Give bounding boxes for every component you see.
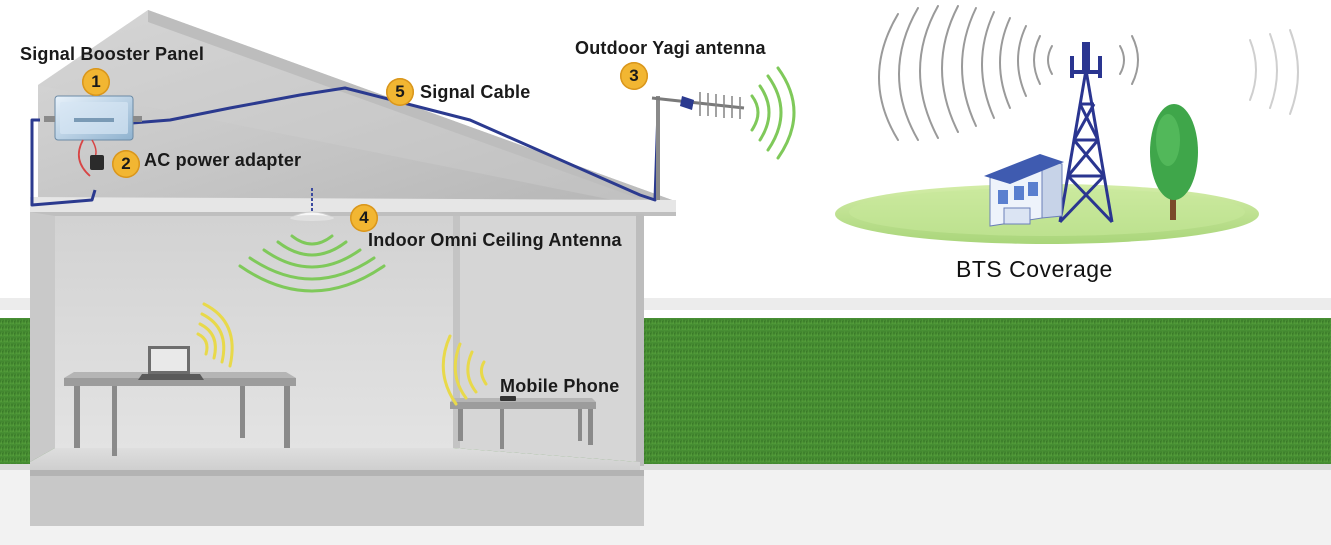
foundation	[30, 470, 644, 526]
bts-coverage-label: BTS Coverage	[956, 256, 1113, 282]
bts-signal-arcs-far	[1249, 29, 1299, 115]
bts-tower-top	[1070, 42, 1102, 78]
power-adapter-box	[90, 155, 104, 170]
yagi-antenna	[651, 92, 745, 200]
omni-signal-arcs	[238, 234, 386, 293]
cable-label: Signal Cable	[420, 82, 531, 102]
yagi-badge: 3	[620, 62, 648, 90]
left-wall	[30, 212, 55, 462]
laptop-signal-arcs	[196, 302, 234, 368]
booster-label: Signal Booster Panel	[20, 44, 205, 64]
signal-cable	[30, 86, 660, 207]
booster-badge: 1	[82, 68, 110, 96]
right-wall	[453, 216, 640, 462]
phone-signal-arcs	[441, 334, 488, 406]
foundation-top	[30, 470, 644, 476]
floor	[30, 448, 640, 470]
yagi-signal-arcs	[750, 66, 796, 160]
bts-building	[984, 154, 1064, 227]
ground-edge	[0, 464, 1331, 470]
right-wall-edge	[636, 214, 644, 466]
table-right	[450, 398, 596, 449]
back-wall	[55, 216, 453, 448]
cable-badge: 5	[386, 78, 414, 106]
ceiling-slab	[30, 197, 676, 214]
inner-corner	[453, 216, 460, 448]
bts-tower	[1058, 69, 1114, 224]
omni-label: Indoor Omni Ceiling Antenna	[368, 230, 622, 250]
roof-slope	[38, 10, 672, 207]
roof-edge	[148, 10, 676, 212]
yagi-label: Outdoor Yagi antenna	[575, 38, 766, 58]
power-badge: 2	[112, 150, 140, 178]
attic-back	[38, 10, 672, 210]
laptop	[138, 346, 204, 380]
omni-badge: 4	[350, 204, 378, 232]
power-label: AC power adapter	[144, 150, 302, 170]
bts-signal-arcs	[878, 5, 1139, 141]
mobile-phone-object	[500, 396, 516, 401]
tree	[1150, 104, 1198, 220]
phone-label: Mobile Phone	[500, 376, 620, 396]
